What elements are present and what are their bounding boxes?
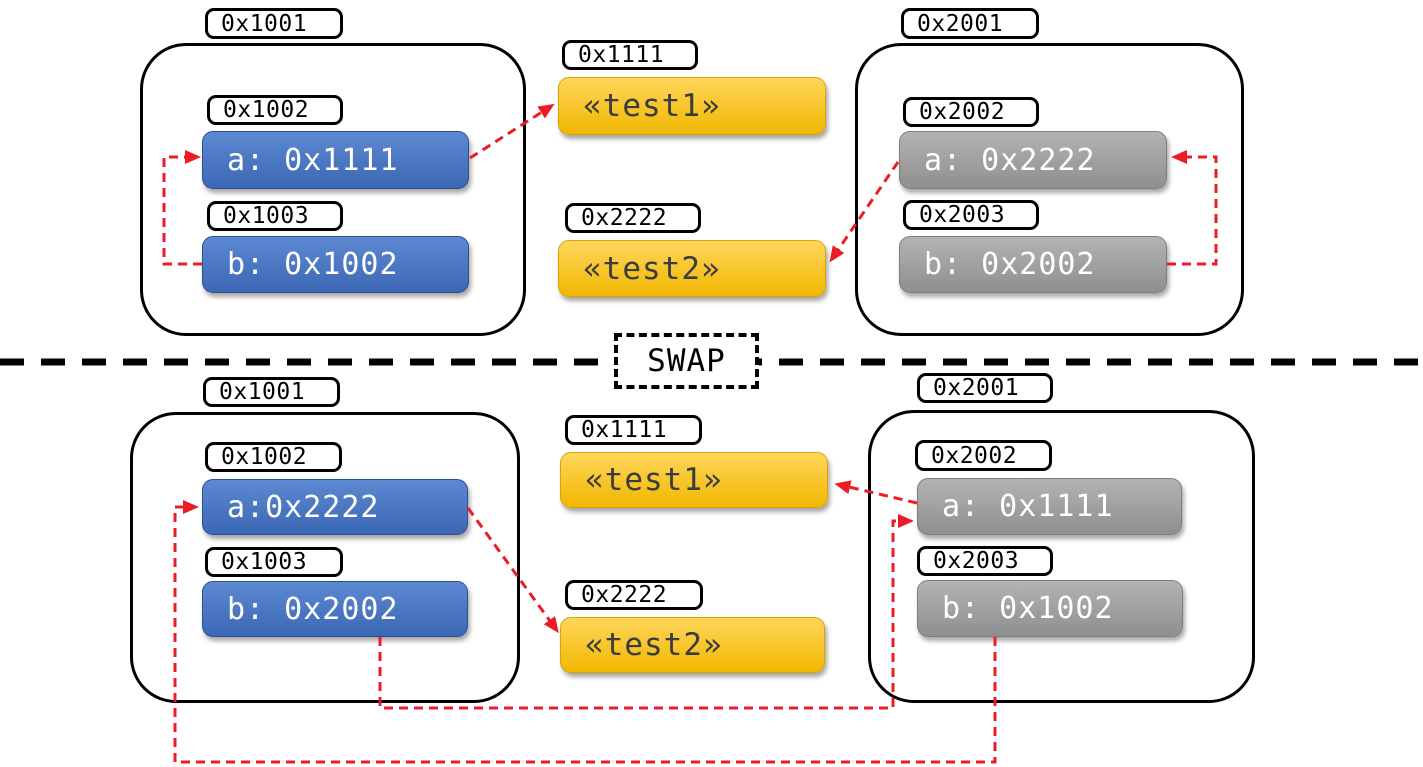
variable-slot-b: b: 0x2002 <box>899 236 1167 293</box>
string-box-test2: «test2» <box>558 240 826 297</box>
variable-slot-a: a: 0x1111 <box>917 478 1182 535</box>
address-label: 0x2003 <box>903 200 1039 230</box>
address-label: 0x2002 <box>915 440 1052 471</box>
variable-slot-a: a: 0x2222 <box>899 131 1167 189</box>
address-label: 0x2002 <box>903 97 1039 127</box>
variable-slot-b: b: 0x1002 <box>917 580 1183 637</box>
variable-slot-b: b: 0x1002 <box>202 236 469 293</box>
address-label: 0x2222 <box>565 203 701 233</box>
address-label: 0x2001 <box>901 8 1039 39</box>
address-label: 0x1001 <box>205 8 343 39</box>
address-label: 0x1111 <box>562 40 698 70</box>
swap-step-label: SWAP <box>614 333 759 389</box>
address-label: 0x1003 <box>207 201 343 231</box>
string-box-test2: «test2» <box>560 617 825 673</box>
variable-slot-b: b: 0x2002 <box>202 581 468 637</box>
address-label: 0x1001 <box>203 377 340 407</box>
address-label: 0x1003 <box>205 547 343 577</box>
variable-slot-a: a:0x2222 <box>202 479 468 535</box>
address-label: 0x2222 <box>565 580 703 610</box>
address-label: 0x2003 <box>917 546 1053 576</box>
address-label: 0x2001 <box>917 373 1053 403</box>
top-left-object-container <box>140 43 526 336</box>
address-label: 0x1002 <box>205 442 342 472</box>
string-box-test1: «test1» <box>560 452 828 508</box>
address-label: 0x1002 <box>207 95 343 125</box>
variable-slot-a: a: 0x1111 <box>202 131 469 189</box>
string-box-test1: «test1» <box>558 77 826 135</box>
address-label: 0x1111 <box>565 415 702 445</box>
